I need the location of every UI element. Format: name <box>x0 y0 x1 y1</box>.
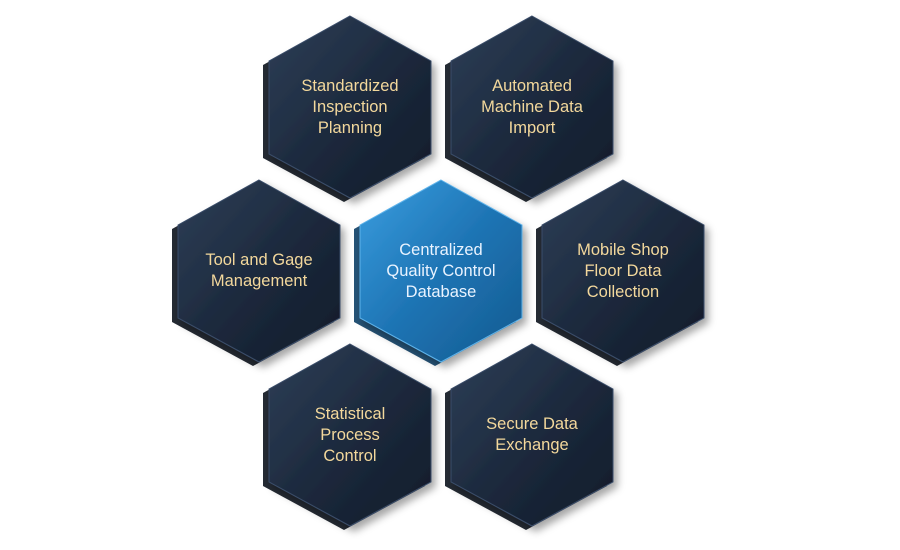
hex-standardized-inspection <box>263 15 432 202</box>
hex-statistical-process <box>263 343 432 530</box>
hex-automated-machine-data <box>445 15 614 202</box>
hex-centralized-db <box>354 179 523 366</box>
hex-tool-gage <box>172 179 341 366</box>
hex-secure-data-exchange <box>445 343 614 530</box>
hex-mobile-shop-floor <box>536 179 705 366</box>
